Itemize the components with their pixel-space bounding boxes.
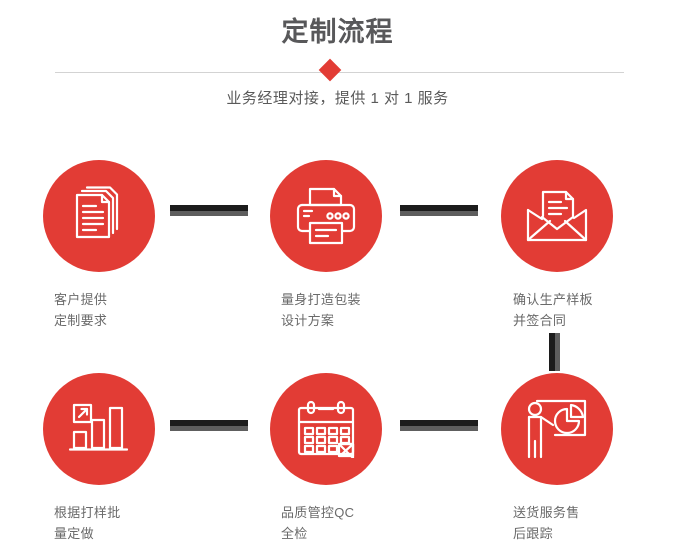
connector-bar-dark xyxy=(170,205,248,211)
flow-step-2[interactable]: 量身打造包装 设计方案 xyxy=(246,160,406,331)
flow-step-1[interactable]: 客户提供 定制要求 xyxy=(19,160,179,331)
flow-step-4[interactable]: 根据打样批 量定做 xyxy=(19,373,179,544)
connector-bar-light xyxy=(170,426,248,431)
flow-step-4-label: 根据打样批 量定做 xyxy=(54,505,121,541)
flow-step-2-label: 量身打造包装 设计方案 xyxy=(281,292,361,328)
connector-step2-step3 xyxy=(400,205,478,216)
connector-step5-step6 xyxy=(400,420,478,431)
step-3-circle xyxy=(501,160,613,272)
flow-step-1-label: 客户提供 定制要求 xyxy=(54,292,108,328)
connector-step3-step6 xyxy=(549,333,560,371)
step-2-circle xyxy=(270,160,382,272)
calendar-check-icon-circle xyxy=(270,373,382,485)
title-divider xyxy=(0,58,675,86)
flow-step-6-label: 送货服务售 后跟踪 xyxy=(513,505,580,541)
connector-bar-dark xyxy=(549,333,555,371)
connector-bar-dark xyxy=(400,420,478,426)
step-6-circle xyxy=(501,373,613,485)
flow-step-3-label: 确认生产样板 并签合同 xyxy=(513,292,593,328)
flow-step-6[interactable]: 送货服务售 后跟踪 xyxy=(477,373,637,544)
connector-bar-light xyxy=(400,211,478,216)
connector-bar-light xyxy=(400,426,478,431)
connector-step1-step2 xyxy=(170,205,248,216)
connector-bar-dark xyxy=(170,420,248,426)
connector-bar-light xyxy=(170,211,248,216)
flow-step-5-label: 品质管控QC 全检 xyxy=(281,505,355,541)
connector-bar-light xyxy=(555,333,560,371)
flow-step-5[interactable]: 品质管控QC 全检 xyxy=(246,373,406,544)
connector-step4-step5 xyxy=(170,420,248,431)
page-header: 定制流程 业务经理对接，提供 1 对 1 服务 xyxy=(0,0,675,130)
page-title: 定制流程 xyxy=(281,17,394,47)
step-1-circle xyxy=(43,160,155,272)
connector-bar-dark xyxy=(400,205,478,211)
divider-line xyxy=(55,72,624,73)
step-4-circle xyxy=(43,373,155,485)
flow-step-3[interactable]: 确认生产样板 并签合同 xyxy=(477,160,637,331)
page-subtitle: 业务经理对接，提供 1 对 1 服务 xyxy=(226,90,449,107)
